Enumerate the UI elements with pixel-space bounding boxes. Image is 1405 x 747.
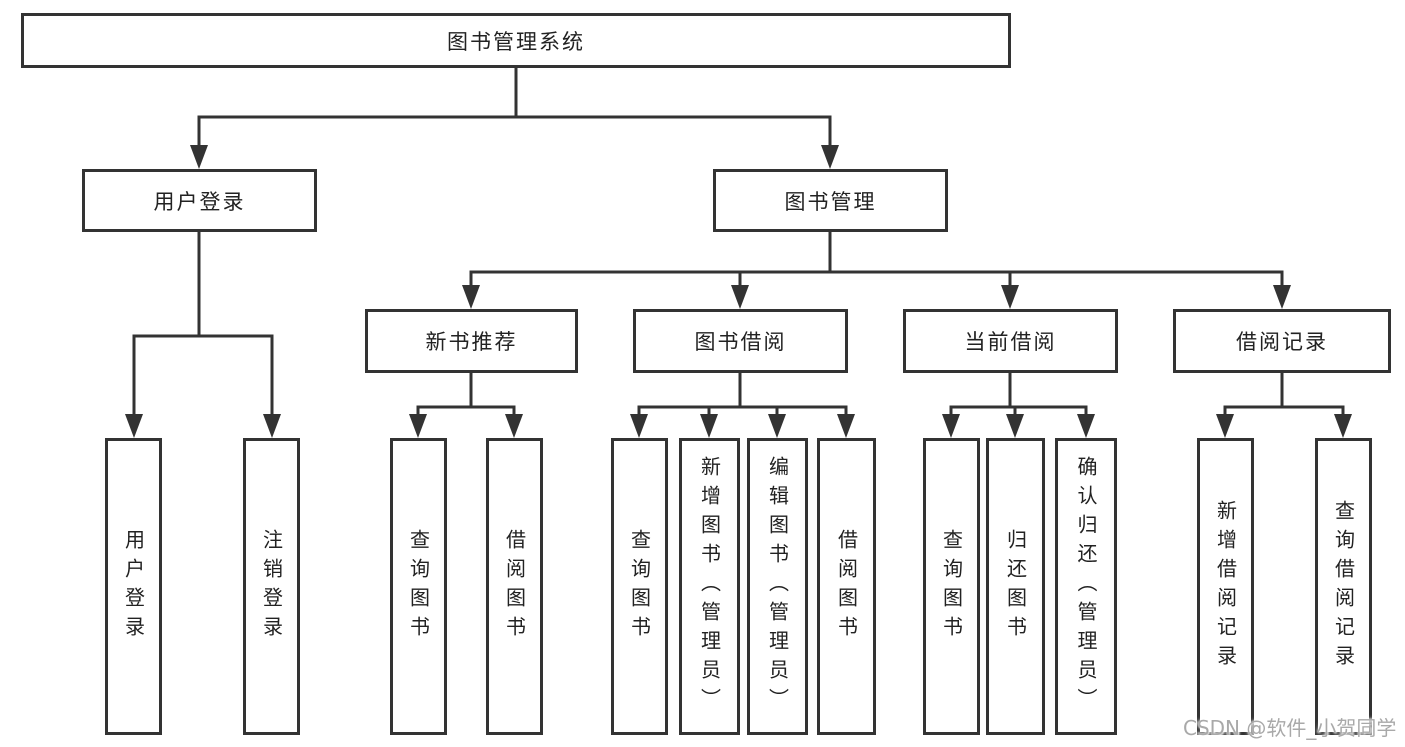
leaf-add-borrowing-record: 新增借阅记录	[1197, 438, 1254, 735]
connector-borrowing-records-children	[1216, 373, 1352, 438]
node-current-borrowing: 当前借阅	[903, 309, 1118, 373]
leaf-return-book: 归还图书	[986, 438, 1045, 735]
connector-user-login-children	[125, 232, 281, 438]
leaf-user-login: 用户登录	[105, 438, 162, 735]
node-borrowing-records: 借阅记录	[1173, 309, 1391, 373]
leaf-add-book-admin: 新增图书（管理员）	[679, 438, 740, 735]
leaf-query-books-current: 查询图书	[923, 438, 980, 735]
leaf-borrow-books-recommend: 借阅图书	[486, 438, 543, 735]
leaf-query-books-recommend: 查询图书	[390, 438, 447, 735]
connector-book-borrowing-children	[630, 373, 855, 438]
leaf-query-borrowing-record: 查询借阅记录	[1315, 438, 1372, 735]
connector-new-book-recommendation-children	[409, 373, 523, 438]
node-root: 图书管理系统	[21, 13, 1011, 68]
node-new-book-recommendation: 新书推荐	[365, 309, 578, 373]
watermark: CSDN @软件_小贺同学	[1183, 716, 1397, 740]
connector-current-borrowing-children	[942, 373, 1095, 438]
leaf-logout: 注销登录	[243, 438, 300, 735]
connector-book-management-children	[462, 232, 1291, 309]
node-user-login: 用户登录	[82, 169, 317, 232]
leaf-query-books-borrowing: 查询图书	[611, 438, 668, 735]
leaf-confirm-return-admin: 确认归还（管理员）	[1055, 438, 1117, 735]
leaf-edit-book-admin: 编辑图书（管理员）	[747, 438, 808, 735]
connector-root-to-level2	[190, 68, 839, 169]
leaf-borrow-books-borrowing: 借阅图书	[817, 438, 876, 735]
node-book-management: 图书管理	[713, 169, 948, 232]
node-book-borrowing: 图书借阅	[633, 309, 848, 373]
